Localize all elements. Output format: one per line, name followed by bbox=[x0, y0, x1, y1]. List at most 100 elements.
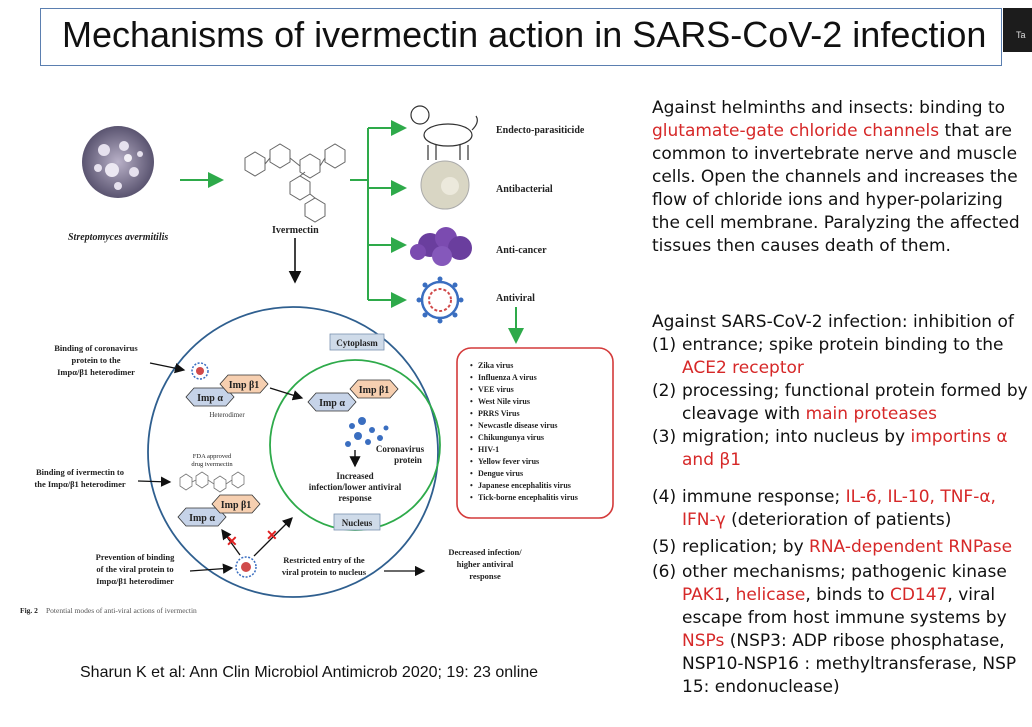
decreased-label-2: higher antiviral bbox=[457, 559, 514, 569]
heterodimer-label: Heterodimer bbox=[209, 411, 245, 419]
increased-label-2: infection/lower antiviral bbox=[309, 482, 402, 492]
imp-alpha-label: Imp α bbox=[319, 398, 345, 409]
imp-beta-hexagon bbox=[219, 374, 269, 394]
imp-alpha-label: Imp α bbox=[189, 513, 215, 524]
mechanism-1: (1) entrance; spike protein binding to t… bbox=[652, 335, 1004, 378]
nucleus-label-box bbox=[333, 513, 381, 531]
virus-list: • Zika virus • Influenza A virus • VEE viru… bbox=[470, 361, 578, 502]
viral-particle-icon bbox=[235, 556, 257, 578]
binding-coronavirus-label-1: Binding of coronavirus bbox=[54, 343, 138, 353]
list-item: Zika virus bbox=[478, 361, 513, 370]
restricted-label-1: Restricted entry of the bbox=[283, 555, 365, 565]
viral-particle-icon bbox=[191, 362, 209, 380]
streptomyces-label: Streptomyces avermitilis bbox=[68, 232, 168, 243]
list-item: Chikungunya virus bbox=[478, 433, 544, 442]
dog-icon bbox=[410, 105, 478, 160]
list-item: HIV-1 bbox=[478, 445, 499, 454]
list-item: • bbox=[470, 457, 473, 466]
imp-alpha-hexagon bbox=[177, 507, 227, 527]
block-mark-icon: ✕ bbox=[226, 535, 238, 550]
increased-label-1: Increased bbox=[336, 471, 373, 481]
coronavirus-protein-icon bbox=[345, 417, 389, 447]
rnpase-highlight: RNA-dependent RNPase bbox=[809, 537, 1013, 557]
cd147-highlight: CD147 bbox=[889, 585, 948, 605]
title-frame bbox=[40, 8, 1002, 66]
mechanism-5: (5) replication; by RNA-dependent RNPase bbox=[652, 537, 1013, 557]
imp-beta-label: Imp β1 bbox=[221, 500, 252, 511]
list-item: • bbox=[470, 361, 473, 370]
corner-tab: Ta bbox=[1003, 8, 1032, 52]
prevention-label-2: of the viral protein to bbox=[96, 564, 173, 574]
proteases-highlight: main proteases bbox=[805, 404, 937, 424]
helminths-text: Against helminths and insects: binding t… bbox=[652, 98, 1006, 118]
mechanism-4: (4) immune response; IL-6, IL-10, TNF-α,… bbox=[652, 487, 996, 530]
restricted-label-2: viral protein to nucleus bbox=[282, 567, 367, 577]
binding-ivermectin-label-2: the Impα/β1 heterodimer bbox=[34, 479, 125, 489]
ivermectin-label: Ivermectin bbox=[272, 225, 319, 236]
helminths-text: that are common to invertebrate nerve an… bbox=[652, 121, 1020, 256]
arrow-to-nucleus bbox=[269, 387, 304, 401]
list-item: • bbox=[470, 373, 473, 382]
streptomyces-culture-image bbox=[82, 126, 154, 198]
importins-highlight: importins α and β1 bbox=[682, 427, 1008, 470]
imp-beta-label: Imp β1 bbox=[359, 385, 390, 396]
list-item: Newcastle disease virus bbox=[478, 421, 558, 430]
imp-beta-hexagon bbox=[211, 494, 261, 514]
list-item: • bbox=[470, 433, 473, 442]
cytoplasm-label: Cytoplasm bbox=[336, 338, 378, 348]
list-item: • bbox=[470, 493, 473, 502]
list-item: West Nile virus bbox=[478, 397, 530, 406]
binding-ivermectin-label-1: Binding of ivermectin to bbox=[36, 467, 124, 477]
list-item: • bbox=[470, 421, 473, 430]
cytokines-highlight: IL-6, IL-10, TNF-α, IFN-γ bbox=[682, 487, 996, 530]
decreased-label-3: response bbox=[469, 571, 501, 581]
binding-coronavirus-label-2: protein to the bbox=[72, 355, 121, 365]
cytoplasm-label-box bbox=[329, 333, 385, 351]
cell-membrane bbox=[147, 306, 439, 598]
arrow-binding-coronavirus bbox=[149, 362, 186, 374]
nsps-highlight: NSPs bbox=[682, 631, 725, 651]
prevention-label-3: Impα/β1 heterodimer bbox=[96, 576, 174, 586]
chloride-channels-highlight: glutamate-gate chloride channels bbox=[652, 121, 940, 141]
figure-caption-label: Fig. 2 bbox=[20, 606, 38, 615]
use-antiviral: Antiviral bbox=[496, 293, 535, 304]
decreased-label-1: Decreased infection/ bbox=[448, 547, 522, 557]
list-item: Influenza A virus bbox=[478, 373, 537, 382]
coronavirus-protein-label-1: Coronavirus bbox=[376, 444, 425, 454]
list-item: Japanese encephalitis virus bbox=[478, 481, 571, 490]
imp-alpha-label: Imp α bbox=[197, 393, 223, 404]
list-item: VEE virus bbox=[478, 385, 514, 394]
imp-beta-label: Imp β1 bbox=[229, 380, 260, 391]
arrow-prevention bbox=[189, 563, 234, 574]
arrow-binding-ivermectin bbox=[137, 476, 172, 487]
use-endecto: Endecto-parasiticide bbox=[496, 125, 585, 136]
list-item: • bbox=[470, 385, 473, 394]
list-item: Tick-borne encephalitis virus bbox=[478, 493, 578, 502]
virus-icon bbox=[416, 276, 464, 324]
mechanism-3: (3) migration; into nucleus by importins… bbox=[652, 427, 1008, 470]
agar-plate-icon bbox=[420, 160, 470, 210]
drug-molecule-icon bbox=[179, 471, 245, 493]
list-item: • bbox=[470, 409, 473, 418]
ivermectin-molecule-icon bbox=[244, 143, 346, 223]
imp-alpha-hexagon bbox=[185, 387, 235, 407]
helminths-paragraph: Against helminths and insects: binding t… bbox=[652, 97, 1032, 258]
nucleus-label: Nucleus bbox=[342, 518, 373, 528]
increased-label-3: response bbox=[338, 493, 371, 503]
mechanism-6: (6) other mechanisms; pathogenic kinase … bbox=[652, 562, 1017, 697]
list-item: Yellow fever virus bbox=[478, 457, 539, 466]
cancer-cell-icon bbox=[410, 227, 472, 266]
helicase-highlight: helicase bbox=[735, 585, 806, 605]
prevention-label-1: Prevention of binding bbox=[96, 552, 175, 562]
mechanism-2: (2) processing; functional protein forme… bbox=[652, 381, 1028, 424]
list-item: PRRS Virus bbox=[478, 409, 520, 418]
list-item: • bbox=[470, 445, 473, 454]
citation: Sharun K et al: Ann Clin Microbiol Antim… bbox=[80, 664, 539, 681]
ace2-highlight: ACE2 receptor bbox=[682, 358, 804, 378]
use-anticancer: Anti-cancer bbox=[496, 245, 547, 256]
block-mark-icon: ✕ bbox=[266, 529, 278, 544]
fda-label-1: FDA approved bbox=[193, 453, 232, 460]
list-item: • bbox=[470, 469, 473, 478]
use-antibacterial: Antibacterial bbox=[496, 184, 553, 195]
ivermectin-diagram: Streptomyces avermitilis Ivermectin bbox=[20, 105, 614, 615]
